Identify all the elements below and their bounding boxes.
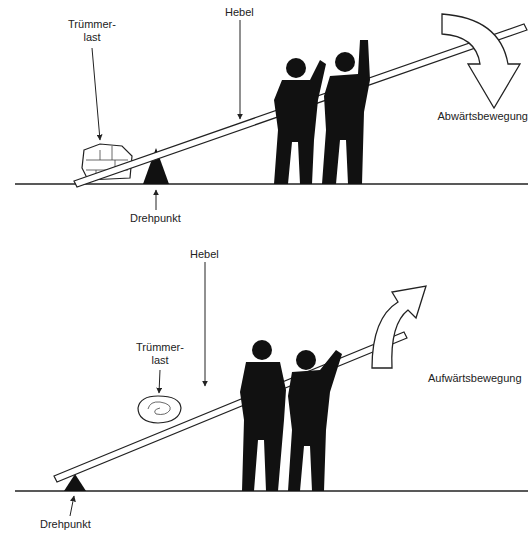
part-label: Hebel [190, 248, 219, 261]
leader-line [156, 190, 157, 210]
leader-line [159, 370, 160, 393]
leader-line [205, 262, 206, 386]
motion-label: Abwärtsbewegung [437, 110, 528, 123]
lever-bar [54, 332, 407, 482]
lever-bar [74, 24, 527, 187]
part-label: Drehpunkt [130, 212, 181, 225]
person-silhouette [240, 340, 342, 491]
motion-arrow [442, 14, 520, 108]
part-label: Drehpunkt [40, 518, 91, 531]
leader-line [92, 48, 100, 140]
rubble-load [138, 396, 181, 423]
person-silhouette [274, 40, 370, 184]
ground-line [15, 183, 528, 185]
part-label: Trümmer- last [66, 18, 118, 43]
part-label: Hebel [225, 6, 254, 19]
leader-line [240, 20, 241, 119]
part-label: Trümmer- last [134, 341, 186, 366]
motion-arrow [372, 286, 426, 368]
leader-line [70, 496, 74, 516]
motion-label: Aufwärtsbewegung [428, 372, 522, 385]
